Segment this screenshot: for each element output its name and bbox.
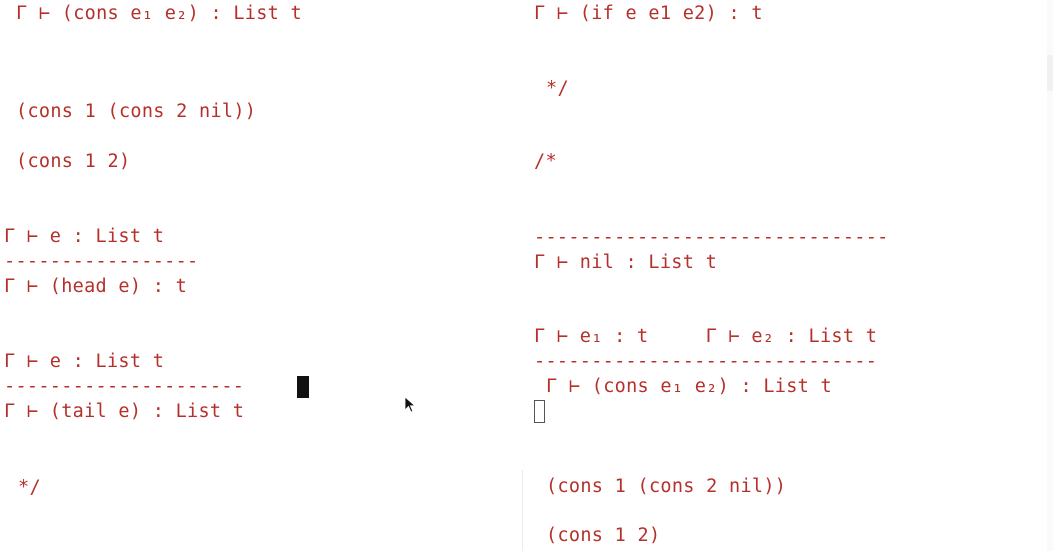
code-line[interactable]: Γ ⊢ e : List t	[4, 226, 165, 247]
code-line[interactable]: */	[18, 477, 41, 498]
code-line[interactable]: Γ ⊢ e : List t	[4, 351, 165, 372]
code-line[interactable]: Γ ⊢ e₁ : t Γ ⊢ e₂ : List t	[534, 326, 878, 347]
code-line[interactable]: Γ ⊢ (if e e1 e2) : t	[534, 3, 763, 24]
code-line[interactable]: Γ ⊢ (head e) : t	[4, 276, 188, 297]
code-line[interactable]: (cons 1 (cons 2 nil))	[16, 101, 257, 122]
code-line[interactable]: (cons 1 (cons 2 nil))	[546, 476, 787, 497]
code-line[interactable]: -------------------------------	[534, 227, 889, 248]
code-line[interactable]: (cons 1 2)	[546, 525, 661, 546]
pane-divider[interactable]	[522, 470, 523, 551]
code-line[interactable]: Γ ⊢ nil : List t	[534, 252, 718, 273]
scrollbar-thumb[interactable]	[1047, 55, 1053, 91]
code-line[interactable]: Γ ⊢ (cons e₁ e₂) : List t	[546, 376, 832, 397]
text-cursor	[297, 376, 309, 398]
text-cursor	[534, 400, 545, 423]
scrollbar[interactable]	[1047, 0, 1053, 551]
editor-pane-left[interactable]: Γ ⊢ (cons e₁ e₂) : List t (cons 1 (cons …	[0, 0, 520, 551]
code-line[interactable]: Γ ⊢ (cons e₁ e₂) : List t	[16, 3, 302, 24]
code-line[interactable]: Γ ⊢ (tail e) : List t	[4, 401, 245, 422]
mouse-pointer-icon	[404, 396, 416, 413]
code-line[interactable]: -----------------	[4, 251, 199, 272]
code-line[interactable]: */	[546, 78, 569, 99]
code-line[interactable]: ---------------------	[4, 376, 245, 397]
editor-pane-right[interactable]: Γ ⊢ (if e e1 e2) : t */ /* -------------…	[526, 0, 1053, 551]
code-line[interactable]: /*	[534, 151, 557, 172]
code-line[interactable]: (cons 1 2)	[16, 151, 131, 172]
code-line[interactable]: ------------------------------	[534, 351, 878, 372]
